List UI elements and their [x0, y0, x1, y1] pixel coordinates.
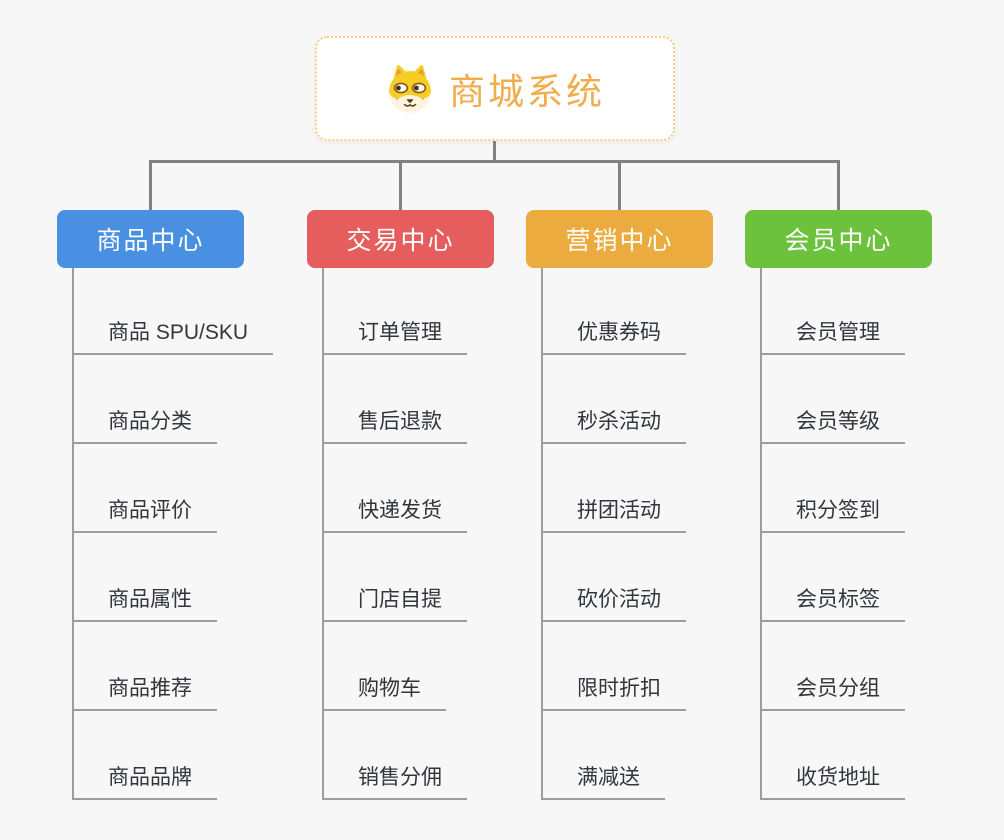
- branch-items: 订单管理 售后退款 快递发货 门店自提 购物车 销售分佣: [322, 268, 557, 800]
- item-row: 门店自提: [324, 533, 467, 622]
- connector-drop-3: [618, 162, 621, 210]
- child-node[interactable]: 购物车: [324, 672, 446, 711]
- item-row: 会员管理: [762, 268, 905, 355]
- branch-4: 会员中心 会员管理 会员等级 积分签到 会员标签 会员分组 收货地址: [745, 210, 995, 800]
- child-node[interactable]: 售后退款: [324, 405, 467, 444]
- child-node[interactable]: 快递发货: [324, 494, 467, 533]
- child-node[interactable]: 商品评价: [74, 494, 217, 533]
- branch-items: 优惠券码 秒杀活动 拼团活动 砍价活动 限时折扣 满减送: [541, 268, 776, 800]
- item-row: 商品品牌: [74, 711, 217, 800]
- connector-root-vertical: [493, 141, 496, 162]
- child-node[interactable]: 收货地址: [762, 761, 905, 800]
- branch-label: 商品中心: [96, 227, 205, 255]
- item-row: 售后退款: [324, 355, 467, 444]
- branch-1: 商品中心 商品 SPU/SKU 商品分类 商品评价 商品属性 商品推荐 商品品牌: [57, 210, 307, 800]
- item-row: 会员分组: [762, 622, 905, 711]
- child-node[interactable]: 秒杀活动: [543, 405, 686, 444]
- item-row: 秒杀活动: [543, 355, 686, 444]
- connector-drop-4: [837, 162, 840, 210]
- child-node[interactable]: 会员标签: [762, 583, 905, 622]
- root-title: 商城系统: [448, 70, 605, 112]
- child-node[interactable]: 商品品牌: [74, 761, 217, 800]
- branch-2: 交易中心 订单管理 售后退款 快递发货 门店自提 购物车 销售分佣: [307, 210, 557, 800]
- child-node[interactable]: 砍价活动: [543, 583, 686, 622]
- item-row: 会员标签: [762, 533, 905, 622]
- item-row: 会员等级: [762, 355, 905, 444]
- connector-drop-2: [399, 162, 402, 210]
- child-node[interactable]: 积分签到: [762, 494, 905, 533]
- child-node[interactable]: 拼团活动: [543, 494, 686, 533]
- child-node[interactable]: 销售分佣: [324, 761, 467, 800]
- child-node[interactable]: 商品属性: [74, 583, 217, 622]
- item-row: 商品分类: [74, 355, 217, 444]
- connector-drop-1: [149, 162, 152, 210]
- item-row: 砍价活动: [543, 533, 686, 622]
- branch-3: 营销中心 优惠券码 秒杀活动 拼团活动 砍价活动 限时折扣 满减送: [526, 210, 776, 800]
- item-row: 商品推荐: [74, 622, 217, 711]
- branch-label: 会员中心: [784, 227, 893, 255]
- child-node[interactable]: 商品推荐: [74, 672, 217, 711]
- child-node[interactable]: 门店自提: [324, 583, 467, 622]
- child-node[interactable]: 会员管理: [762, 316, 905, 355]
- child-node[interactable]: 会员等级: [762, 405, 905, 444]
- branch-node[interactable]: 营销中心: [526, 210, 713, 268]
- item-row: 限时折扣: [543, 622, 686, 711]
- item-row: 快递发货: [324, 444, 467, 533]
- branch-node[interactable]: 商品中心: [57, 210, 244, 268]
- branch-items: 会员管理 会员等级 积分签到 会员标签 会员分组 收货地址: [760, 268, 995, 800]
- branch-label: 交易中心: [346, 227, 455, 255]
- item-row: 商品 SPU/SKU: [74, 268, 274, 355]
- item-row: 商品属性: [74, 533, 217, 622]
- connector-horizontal: [149, 160, 840, 163]
- item-row: 销售分佣: [324, 711, 467, 800]
- item-row: 优惠券码: [543, 268, 686, 355]
- item-row: 订单管理: [324, 268, 467, 355]
- branch-items: 商品 SPU/SKU 商品分类 商品评价 商品属性 商品推荐 商品品牌: [72, 268, 307, 800]
- child-node[interactable]: 商品分类: [74, 405, 217, 444]
- item-row: 购物车: [324, 622, 446, 711]
- item-row: 收货地址: [762, 711, 905, 800]
- branch-node[interactable]: 会员中心: [745, 210, 932, 268]
- dog-face-icon: [385, 63, 435, 115]
- root-node[interactable]: 商城系统: [315, 36, 675, 141]
- child-node[interactable]: 优惠券码: [543, 316, 686, 355]
- child-node[interactable]: 订单管理: [324, 316, 467, 355]
- branch-label: 营销中心: [565, 227, 674, 255]
- item-row: 积分签到: [762, 444, 905, 533]
- item-row: 满减送: [543, 711, 665, 800]
- child-node[interactable]: 限时折扣: [543, 672, 686, 711]
- child-node[interactable]: 满减送: [543, 761, 665, 800]
- branch-node[interactable]: 交易中心: [307, 210, 494, 268]
- item-row: 商品评价: [74, 444, 217, 533]
- item-row: 拼团活动: [543, 444, 686, 533]
- child-node[interactable]: 商品 SPU/SKU: [74, 316, 274, 355]
- child-node[interactable]: 会员分组: [762, 672, 905, 711]
